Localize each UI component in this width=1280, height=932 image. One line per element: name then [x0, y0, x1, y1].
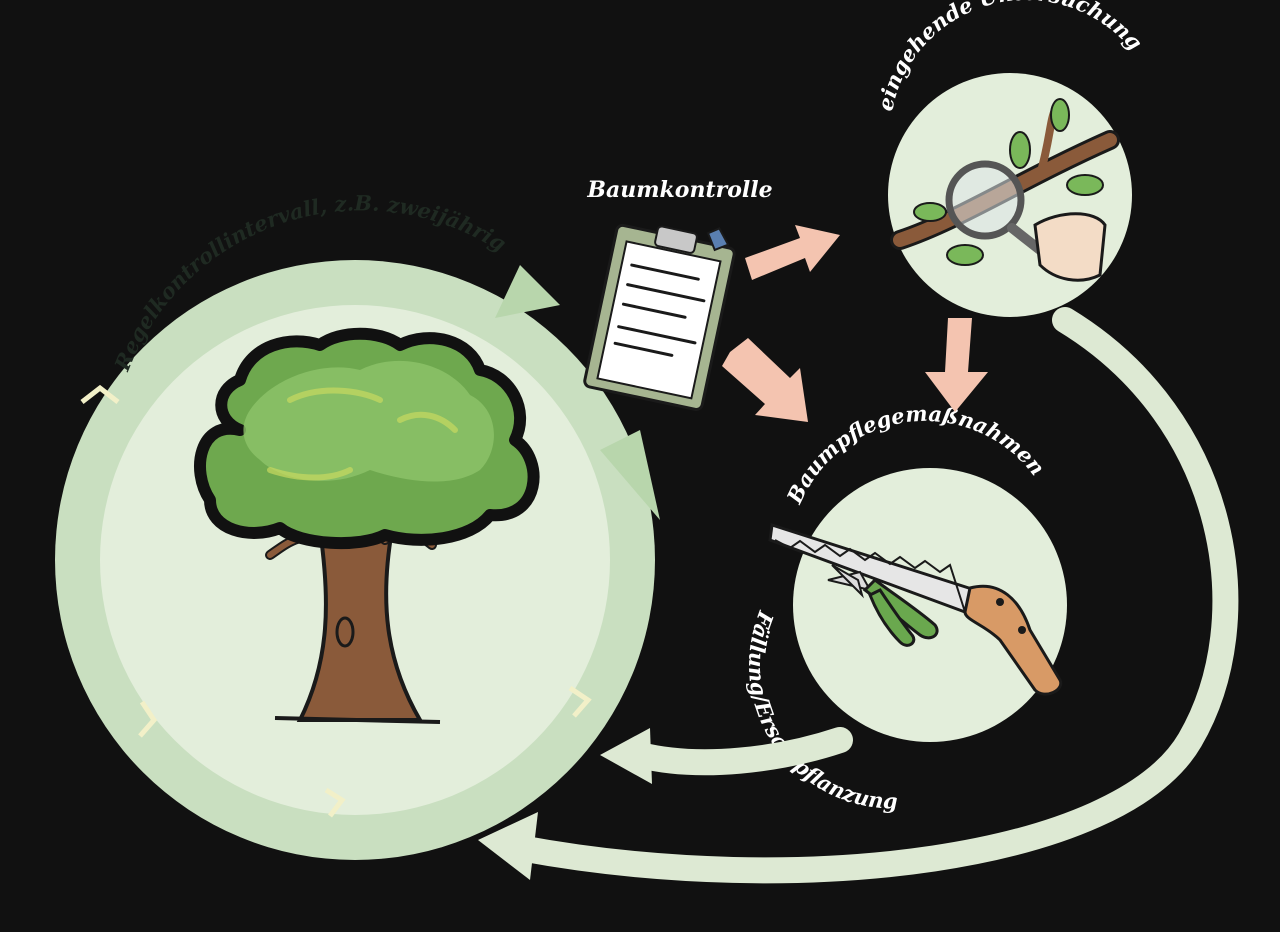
chevron-icon [568, 685, 592, 718]
care-circle [768, 468, 1067, 742]
investigation-circle [888, 73, 1132, 317]
arrow-control-to-investigation [745, 225, 840, 280]
arrow-head-care-to-cycle [600, 728, 652, 784]
arrow-care-to-cycle [627, 727, 853, 776]
tree-icon [194, 327, 540, 724]
clipboard-icon [583, 223, 736, 412]
magnifier-branch-icon [890, 98, 1120, 282]
chevron-icon [138, 700, 158, 738]
saw-and-pruner-icon [768, 523, 1063, 696]
chevron-icon [324, 787, 346, 818]
chevron-icon [80, 384, 120, 404]
arrow-head-investigation-to-cycle [478, 812, 538, 880]
cycle-arrow-head [495, 265, 560, 318]
control-label: Baumkontrolle [586, 177, 772, 203]
arrow-investigation-to-care [925, 318, 988, 412]
arrow-control-to-care [722, 338, 808, 422]
arrow-investigation-to-cycle [507, 307, 1239, 884]
